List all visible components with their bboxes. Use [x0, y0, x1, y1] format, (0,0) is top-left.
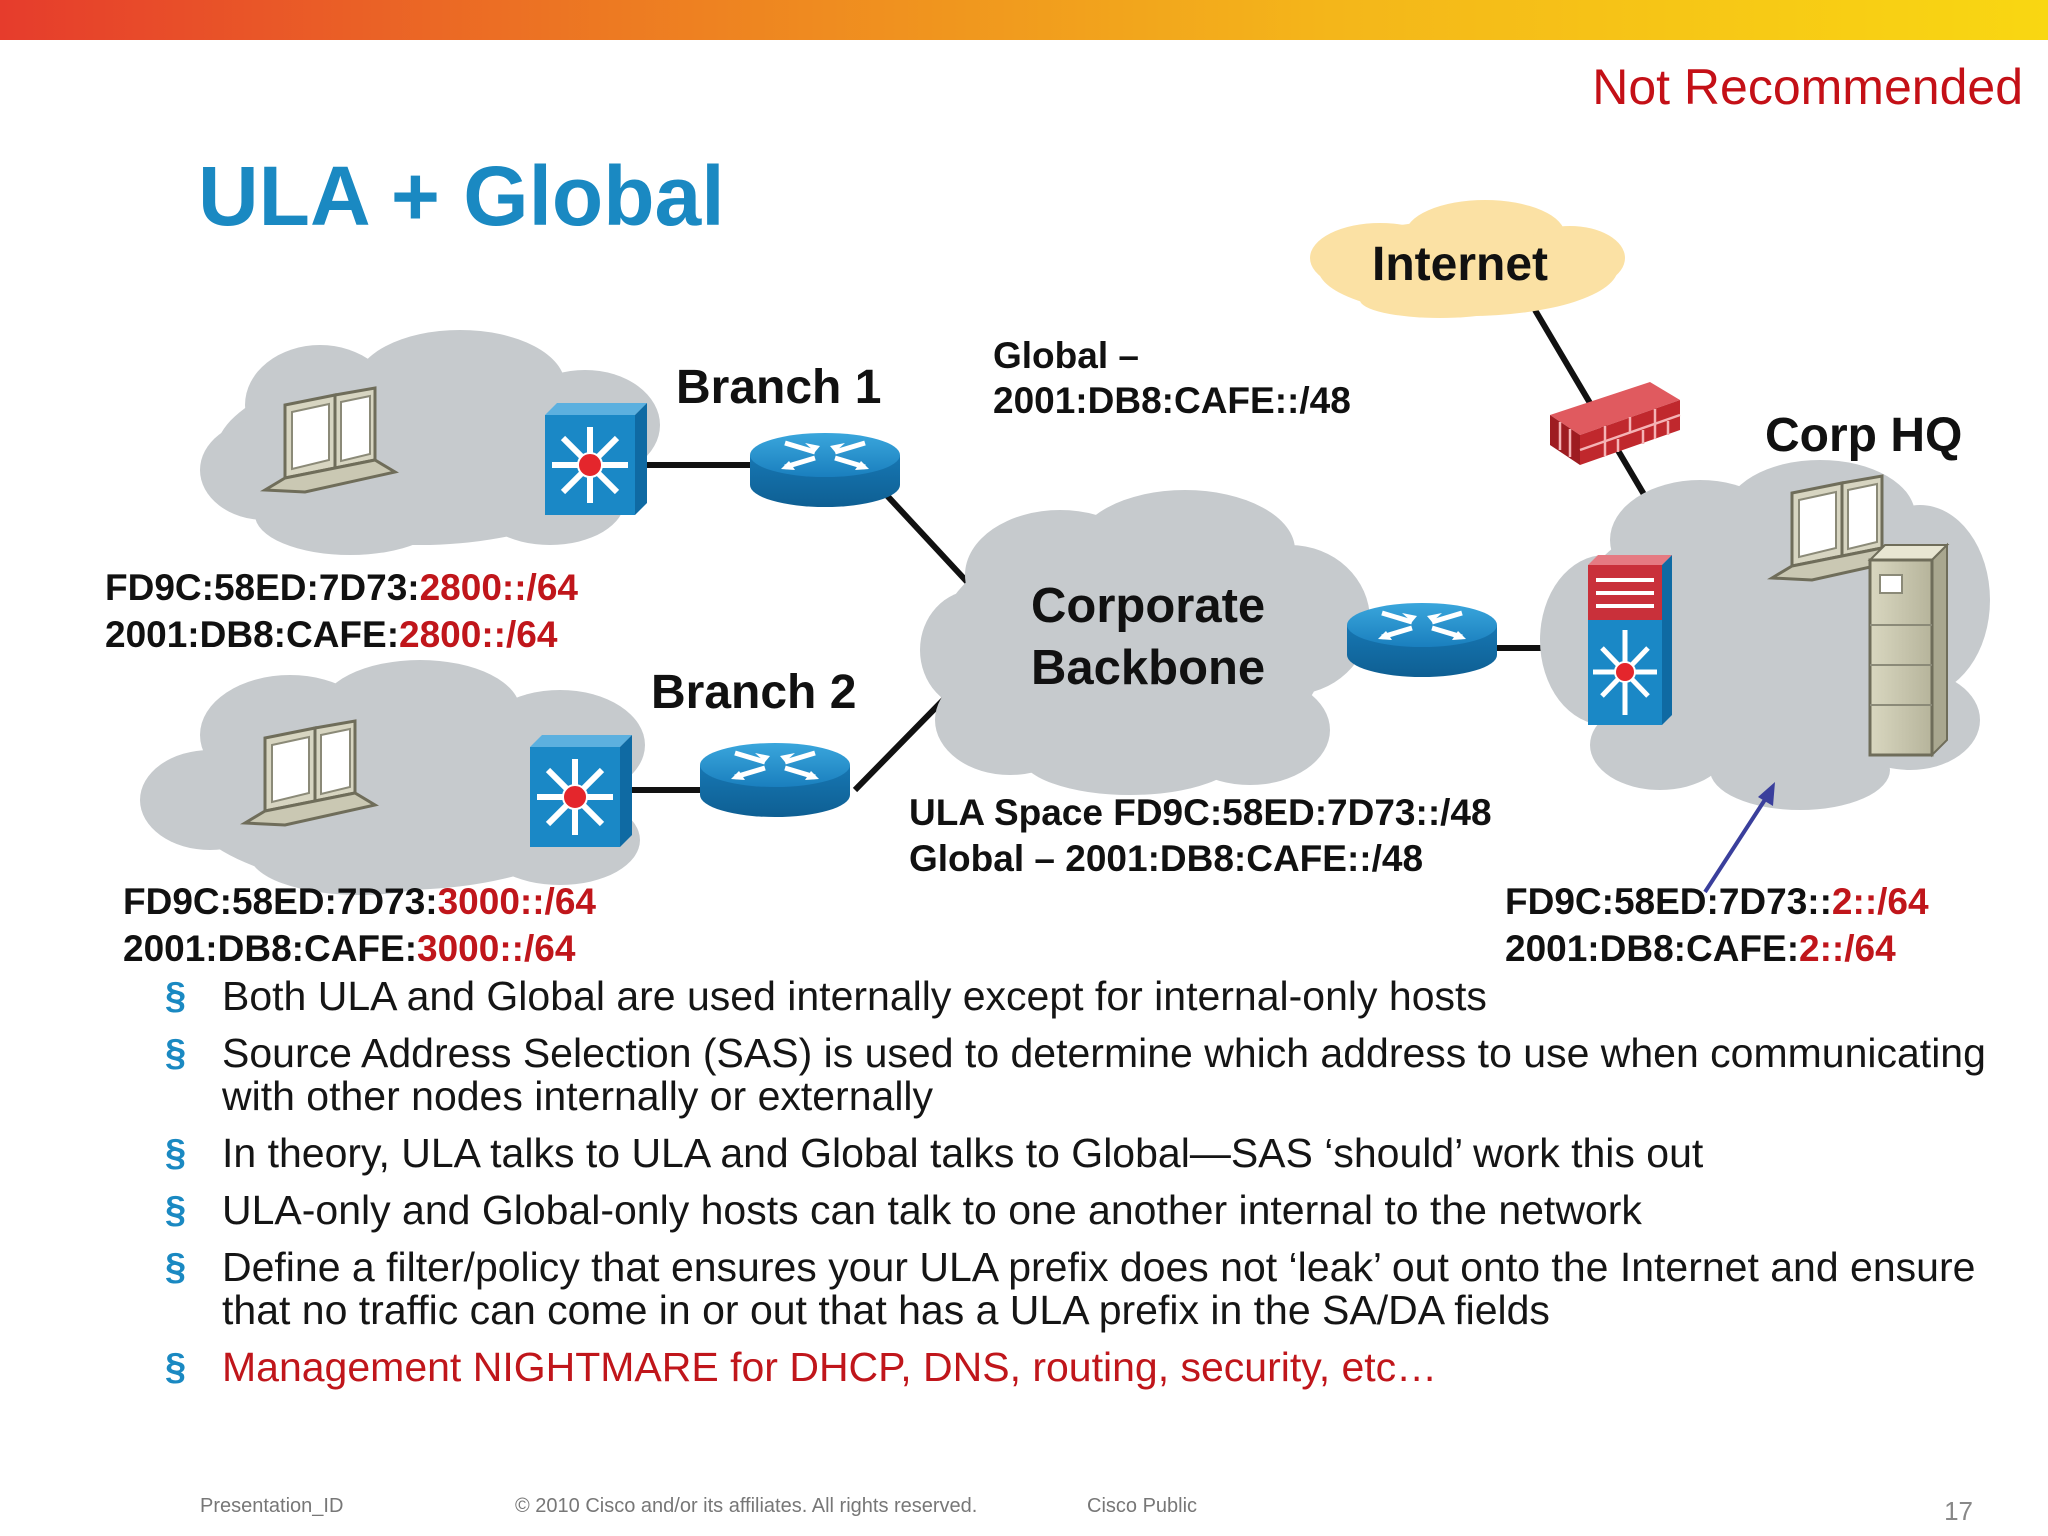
hq-ula-address: FD9C:58ED:7D73::2::/64 — [1505, 881, 1929, 922]
footer-classification: Cisco Public — [1087, 1495, 1198, 1517]
firewall-icon — [1550, 382, 1681, 465]
backbone-router-icon — [1347, 603, 1497, 677]
top-gradient-bar — [0, 0, 2048, 40]
bullet-item: §Source Address Selection (SAS) is used … — [165, 1030, 1986, 1119]
bullet-item: §In theory, ULA talks to ULA and Global … — [165, 1130, 1704, 1176]
bullet-marker-icon: § — [165, 1346, 187, 1388]
corp-hq-server-icon — [1867, 542, 1950, 758]
internet-label: Internet — [1372, 238, 1549, 291]
bullet-marker-icon: § — [165, 1032, 187, 1074]
internet-cloud — [1310, 200, 1625, 318]
footer-presentation-id: Presentation_ID — [200, 1495, 344, 1517]
branch1-ula-address: FD9C:58ED:7D73:2800::/64 — [105, 567, 578, 608]
bullet-marker-icon: § — [165, 1246, 187, 1288]
branch2-ula-address: FD9C:58ED:7D73:3000::/64 — [123, 881, 596, 922]
branch2-label: Branch 2 — [651, 666, 857, 719]
bullet-marker-icon: § — [165, 1132, 187, 1174]
hq-arrow — [1703, 782, 1775, 894]
hq-global-address: 2001:DB8:CAFE:2::/64 — [1505, 928, 1896, 969]
bullet-list: §Both ULA and Global are used internally… — [165, 975, 2005, 1403]
branch1-router-icon — [750, 433, 900, 507]
not-recommended-badge: Not Recommended — [1592, 59, 2023, 115]
bullet-item: §ULA-only and Global-only hosts can talk… — [165, 1187, 1642, 1233]
branch1-switch-icon — [545, 403, 647, 515]
branch1-laptop-icon — [263, 386, 397, 494]
backbone-cloud — [920, 490, 1370, 795]
branch1-label: Branch 1 — [676, 361, 882, 414]
backbone-label-line2: Backbone — [1031, 641, 1266, 695]
global-prefix-label-line2: 2001:DB8:CAFE::/48 — [993, 380, 1351, 421]
branch1-global-address: 2001:DB8:CAFE:2800::/64 — [105, 614, 558, 655]
ula-space-label-line1: ULA Space FD9C:58ED:7D73::/48 — [909, 792, 1492, 833]
bullet-marker-icon: § — [165, 1189, 187, 1231]
corp-hq-switch-icon — [1588, 555, 1672, 725]
global-prefix-label-line1: Global – — [993, 335, 1139, 376]
bullet-marker-icon: § — [165, 975, 187, 1017]
page-number: 17 — [1944, 1496, 1973, 1526]
bullet-item: §Define a filter/policy that ensures you… — [165, 1244, 1976, 1333]
branch1-addresses: FD9C:58ED:7D73:2800::/64 2001:DB8:CAFE:2… — [105, 564, 578, 658]
branch2-switch-icon — [530, 735, 632, 847]
bullet-item: §Both ULA and Global are used internally… — [165, 973, 1487, 1019]
corp-hq-label: Corp HQ — [1765, 409, 1963, 462]
ula-space-label-line2: Global – 2001:DB8:CAFE::/48 — [909, 838, 1424, 879]
branch2-laptop-icon — [243, 719, 377, 827]
branch2-addresses: FD9C:58ED:7D73:3000::/64 2001:DB8:CAFE:3… — [123, 878, 596, 972]
bullet-item-alert: §Management NIGHTMARE for DHCP, DNS, rou… — [165, 1344, 1438, 1390]
backbone-label-line1: Corporate — [1031, 579, 1266, 633]
branch2-global-address: 2001:DB8:CAFE:3000::/64 — [123, 928, 576, 969]
footer-copyright: © 2010 Cisco and/or its affiliates. All … — [515, 1495, 978, 1517]
hq-addresses: FD9C:58ED:7D73::2::/64 2001:DB8:CAFE:2::… — [1505, 878, 1929, 972]
slide-title: ULA + Global — [198, 149, 725, 243]
branch2-router-icon — [700, 743, 850, 817]
